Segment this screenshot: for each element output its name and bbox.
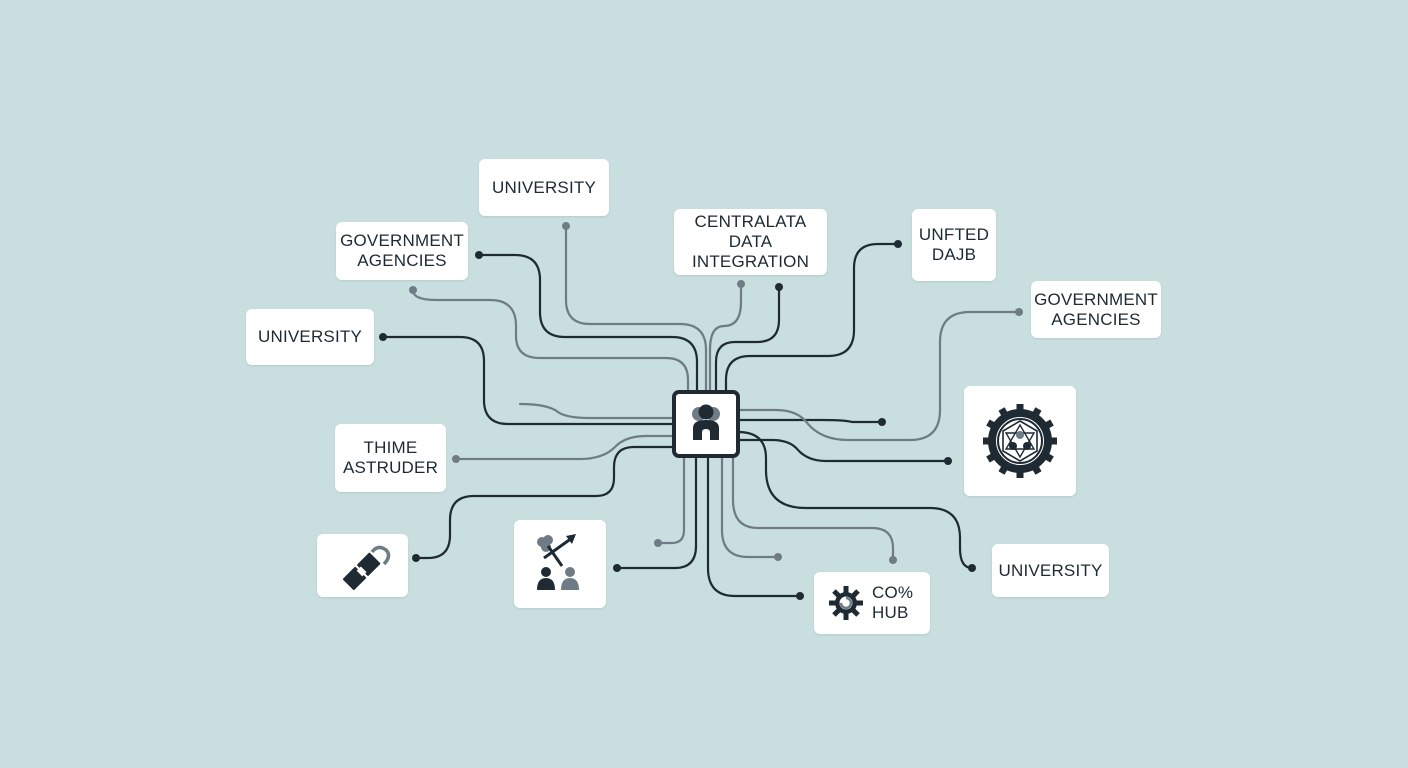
people-group-icon [692, 404, 720, 440]
network-gear-icon [983, 404, 1057, 478]
node-university-right[interactable]: UNIVERSITY [992, 544, 1109, 597]
wire-dot [737, 280, 745, 288]
node-thime-astruder[interactable]: THIME ASTRUDER [335, 424, 446, 492]
node-university-top[interactable]: UNIVERSITY [479, 159, 609, 216]
wire-gov-left [477, 253, 699, 394]
wire-co-hub-2 [720, 456, 780, 559]
wire-gov-right [736, 310, 1021, 442]
wire-dot [968, 564, 976, 572]
central-hub[interactable] [672, 390, 740, 458]
wire-gov-left-3 [518, 402, 674, 420]
node-label-line1: UNFTED [918, 225, 990, 244]
wire-dot [475, 251, 483, 259]
plug-connector-icon [342, 545, 390, 590]
gear-tooth [1049, 437, 1057, 445]
node-label-line2: AGENCIES [357, 251, 447, 270]
node-label-line1: GOVERNMENT [1034, 289, 1158, 309]
gear-tooth [1031, 464, 1042, 475]
wire-dot [379, 333, 387, 341]
wire-dot [944, 457, 952, 465]
gear-tooth [829, 600, 836, 606]
gear-tooth [986, 452, 997, 463]
wire-university-left [381, 335, 674, 426]
wire-co-hub-3 [731, 456, 895, 562]
node-label-line2: AGENCIES [1051, 309, 1141, 329]
wire-dot [1015, 308, 1023, 316]
node-co-hub[interactable]: CO% HUB [814, 572, 930, 634]
gear-tooth [843, 586, 849, 593]
gear-tooth [843, 613, 849, 620]
node-network-gear[interactable] [964, 386, 1076, 496]
node-label: UNIVERSITY [257, 327, 363, 346]
wire-university-top [564, 224, 708, 394]
node-label-line1: THIME [363, 438, 418, 457]
wire-dot [878, 418, 886, 426]
node-label: UNIVERSITY [491, 177, 597, 197]
gear-tooth [856, 600, 863, 606]
wire-thime [454, 434, 674, 461]
wire-dot [894, 240, 902, 248]
gear-tooth [1016, 404, 1024, 412]
node-label-line1: CO% [872, 583, 914, 602]
wire-dot [796, 592, 804, 600]
gear-tooth [983, 437, 991, 445]
wire-central [714, 285, 781, 394]
gear-tooth [1016, 470, 1024, 478]
gear-tooth [998, 464, 1009, 475]
wire-dot [452, 455, 460, 463]
gear-tooth [1043, 452, 1054, 463]
wire-dot [412, 554, 420, 562]
node-unfted-dajb[interactable]: UNFTED DAJB [912, 209, 996, 281]
node-label-line2: HUB [872, 603, 909, 622]
wire-dot [774, 553, 782, 561]
wire-dot [889, 556, 897, 564]
gear-tooth [986, 419, 997, 430]
wire-network-gear [736, 438, 950, 463]
wire-dot [409, 286, 417, 294]
wire-gov-left-2 [411, 288, 690, 394]
wire-central-2 [708, 282, 743, 394]
node-label-line2: DAJB [931, 245, 977, 264]
wire-dot [613, 564, 621, 572]
node-label-line2: ASTRUDER [342, 458, 439, 477]
wire-people-arrow-2 [656, 456, 686, 545]
wire-unfted [724, 242, 900, 394]
wire-people-arrow [615, 456, 698, 570]
gear-tooth [1043, 419, 1054, 430]
node-government-agencies-left[interactable]: GOVERNMENT AGENCIES [336, 222, 468, 280]
node-label: UNIVERSITY [998, 560, 1103, 580]
gear-icon [829, 586, 863, 620]
node-government-agencies-right[interactable]: GOVERNMENT AGENCIES [1031, 281, 1161, 338]
node-label-line1: GOVERNMENT [340, 231, 464, 250]
wire-connector [414, 445, 674, 560]
wire-co-hub [706, 456, 802, 598]
node-people-arrow[interactable] [514, 520, 606, 608]
people-arrow-icon [537, 534, 579, 590]
wire-dot [775, 283, 783, 291]
node-label-line1: CENTRALATA [694, 212, 807, 231]
node-central-data-integration[interactable]: CENTRALATA DATA INTEGRATION [674, 209, 827, 275]
gear-tooth [1031, 407, 1042, 418]
wire-university-right [736, 430, 974, 570]
gear-tooth [998, 407, 1009, 418]
node-connector[interactable] [317, 534, 408, 597]
wire-dot [562, 222, 570, 230]
node-university-left[interactable]: UNIVERSITY [246, 309, 374, 365]
wire-dot [654, 539, 662, 547]
node-label-line2: DATA INTEGRATION [691, 232, 810, 271]
wire-right-stub [736, 418, 884, 424]
